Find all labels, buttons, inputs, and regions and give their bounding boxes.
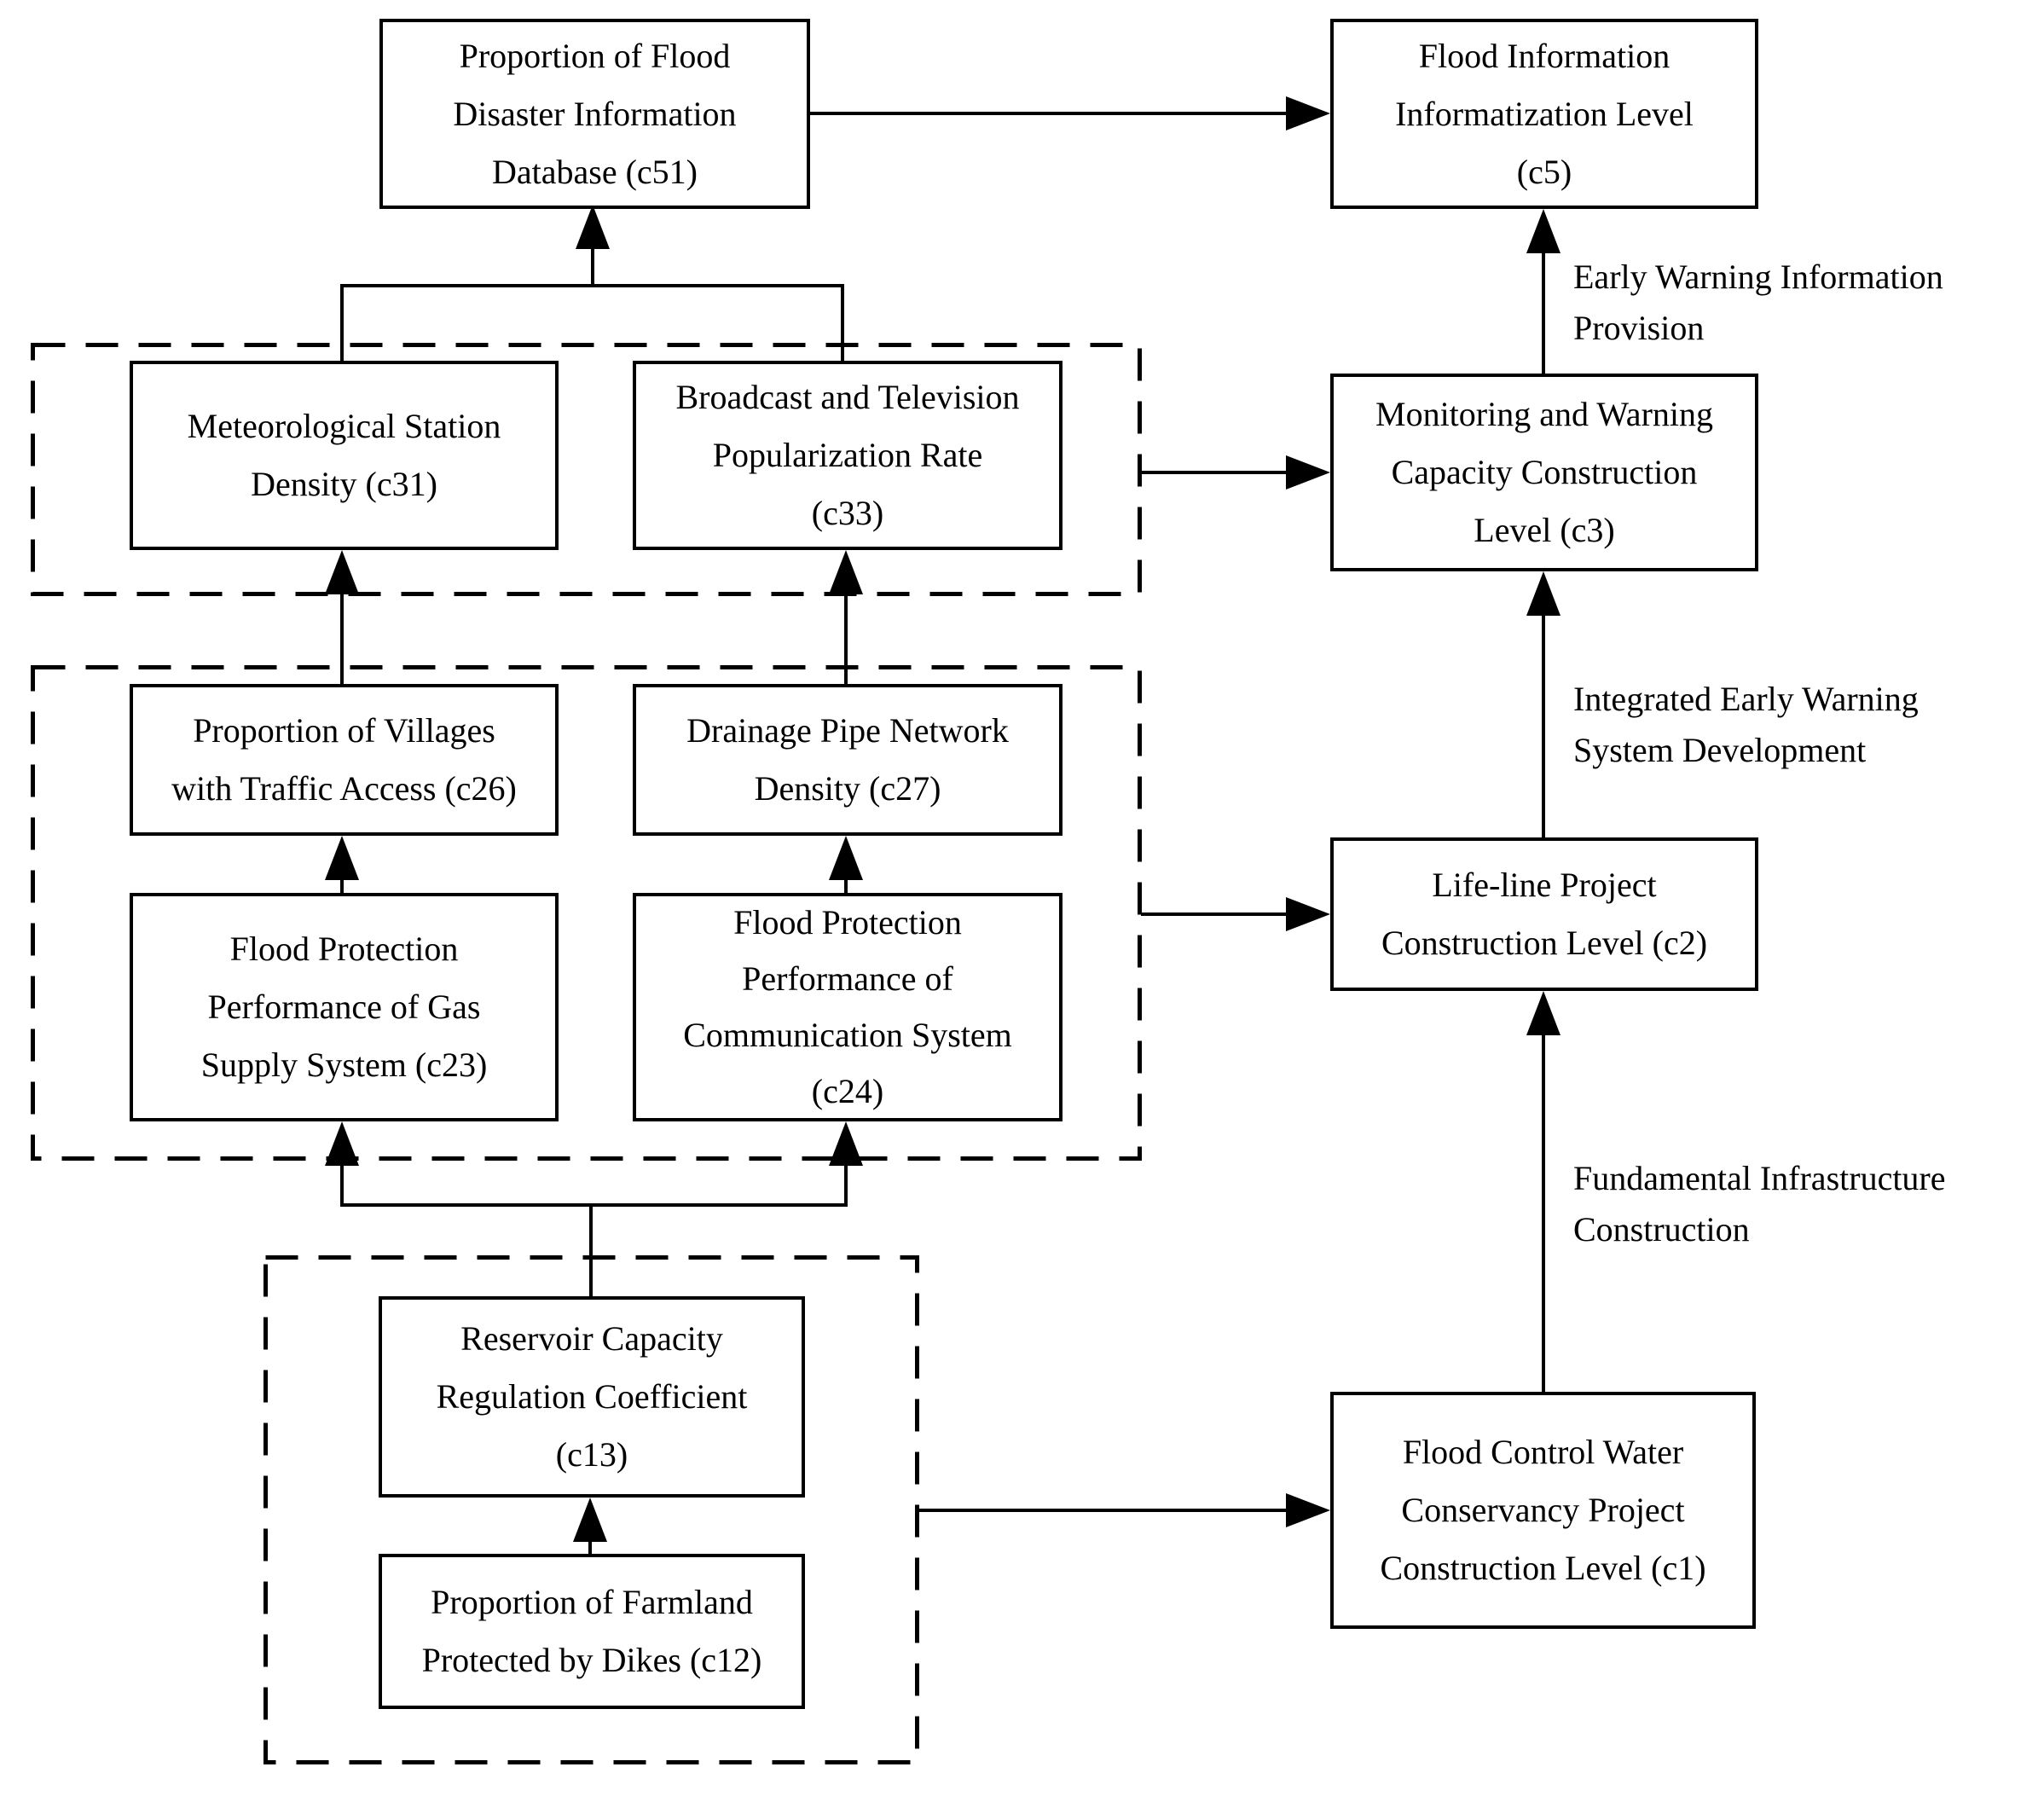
edge-line-c24-to-c27 (844, 876, 848, 895)
arrow-right-icon (1286, 1493, 1330, 1527)
edge-line-group3-to-c1 (918, 1509, 1289, 1512)
edge-line-group1-to-c3 (1141, 471, 1289, 474)
dashed-group-monitoring-indicators (31, 343, 1142, 596)
arrow-up-icon (325, 836, 359, 880)
node-label: Flood Protection Performance of Gas Supp… (200, 930, 488, 1084)
edge-label-early-warning-information-provision: Early Warning Information Provision (1573, 258, 1943, 347)
node-label: Proportion of Villages with Traffic Acce… (171, 711, 517, 808)
edge-line-top-connector-right-drop (841, 284, 844, 362)
arrow-up-icon (325, 1121, 359, 1166)
node-label: Flood Control Water Conservancy Project … (1380, 1433, 1706, 1587)
node-c2: Life-line Project Construction Level (c2… (1330, 837, 1758, 991)
node-label: Life-line Project Construction Level (c2… (1381, 866, 1708, 962)
arrow-up-icon (1526, 571, 1561, 616)
edge-line-c27-to-c33 (844, 590, 848, 686)
edge-line-bottom-connector-horizontal (340, 1203, 848, 1207)
node-c12: Proportion of Farmland Protected by Dike… (379, 1554, 805, 1709)
edge-line-c51-to-c5 (810, 112, 1289, 115)
node-c27: Drainage Pipe Network Density (c27) (633, 684, 1063, 836)
node-label: Proportion of Farmland Protected by Dike… (421, 1583, 762, 1679)
node-c51: Proportion of Flood Disaster Information… (379, 19, 810, 209)
edge-line-top-connector-left-drop (340, 284, 344, 362)
edge-label-fundamental-infrastructure-construction: Fundamental Infrastructure Construction (1573, 1159, 1946, 1249)
node-c3: Monitoring and Warning Capacity Construc… (1330, 374, 1758, 571)
arrow-right-icon (1286, 897, 1330, 931)
arrow-up-icon (829, 550, 863, 594)
edge-line-group2-to-c2 (1141, 912, 1289, 916)
node-label: Flood Information Informatization Level … (1395, 36, 1694, 191)
edge-line-top-connector-arrow-stem (591, 245, 594, 286)
arrow-up-icon (829, 1121, 863, 1166)
edge-line-c12-to-c13 (588, 1538, 592, 1554)
node-c1: Flood Control Water Conservancy Project … (1330, 1392, 1756, 1629)
edge-label-integrated-early-warning-system-development: Integrated Early Warning System Developm… (1573, 680, 1919, 769)
node-label: Proportion of Flood Disaster Information… (453, 36, 737, 191)
edge-line-top-connector-horizontal (340, 284, 844, 287)
node-label: Broadcast and Television Popularization … (675, 378, 1020, 532)
edge-line-bottom-connector-center-drop (589, 1203, 593, 1296)
node-label: Drainage Pipe Network Density (c27) (686, 711, 1009, 808)
arrow-up-icon (1526, 209, 1561, 253)
edge-line-c2-to-c3 (1542, 612, 1545, 837)
arrow-up-icon (1526, 991, 1561, 1035)
node-c33: Broadcast and Television Popularization … (633, 361, 1063, 550)
edge-line-c26-to-c31 (340, 590, 344, 686)
arrow-right-icon (1286, 96, 1330, 130)
node-c31: Meteorological Station Density (c31) (130, 361, 559, 550)
edge-line-bottom-connector-left-riser (340, 1162, 344, 1207)
edge-line-bottom-connector-right-riser (844, 1162, 848, 1207)
node-c5: Flood Information Informatization Level … (1330, 19, 1758, 209)
arrow-right-icon (1286, 455, 1330, 490)
node-label: Flood Protection Performance of Communic… (683, 903, 1012, 1110)
arrow-up-icon (829, 836, 863, 880)
arrow-up-icon (576, 205, 610, 249)
edge-line-c23-to-c26 (340, 876, 344, 895)
node-label: Monitoring and Warning Capacity Construc… (1375, 395, 1713, 549)
node-label: Meteorological Station Density (c31) (187, 407, 501, 503)
node-c26: Proportion of Villages with Traffic Acce… (130, 684, 559, 836)
edge-line-c1-to-c2 (1542, 1032, 1545, 1392)
arrow-up-icon (325, 550, 359, 594)
dashed-group-lifeline-indicators (31, 665, 1142, 1161)
node-c23: Flood Protection Performance of Gas Supp… (130, 893, 559, 1121)
arrow-up-icon (573, 1498, 607, 1542)
node-label: Reservoir Capacity Regulation Coefficien… (436, 1319, 748, 1474)
edge-line-c3-to-c5 (1542, 246, 1545, 374)
node-c24: Flood Protection Performance of Communic… (633, 893, 1063, 1121)
node-c13: Reservoir Capacity Regulation Coefficien… (379, 1296, 805, 1498)
